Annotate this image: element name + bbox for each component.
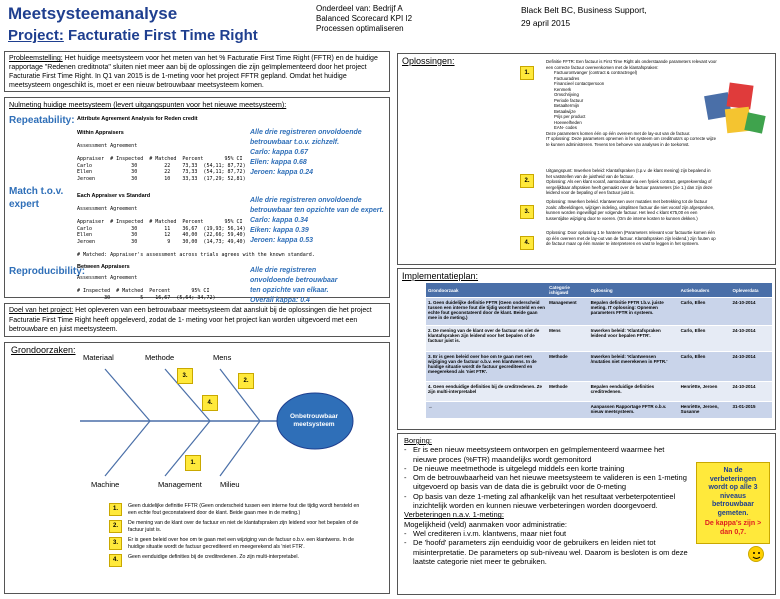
table-row: 4. Geen eenduidige definities bij de cre… xyxy=(426,381,772,402)
verbeteringen-label: Verbeteringen n.a.v. 1-meting: xyxy=(404,510,504,520)
between-table: Assessment Agreement # Inspected # Match… xyxy=(77,275,216,301)
within-heading: Within Appraisers xyxy=(77,130,124,136)
result-note: Na de verbeteringen wordt op alle 3 nive… xyxy=(696,462,770,544)
borging-content: Borging: Er is een nieuw meetsysteem ont… xyxy=(404,436,689,566)
fishbone-head: Onbetrouwbaar meetsysteem xyxy=(289,413,339,428)
oorzaken-list: 1.Geen duidelijke definitie FFTR (Geen o… xyxy=(109,503,369,567)
match-label: Match t.o.v. expert xyxy=(9,186,64,210)
grondoorzaken-panel: Grondoorzaken: Materiaal Methode Mens Ma… xyxy=(4,342,390,594)
sticky-3: 3. xyxy=(177,368,193,384)
verbeteringen-intro: Mogelijkheid (veld) aanmaken voor admini… xyxy=(404,519,567,529)
oorzaak-item: 1.Geen duidelijke definitie FFTR (Geen o… xyxy=(109,503,369,516)
implementatie-table: Grondoorzaak Categorie ishigawd Oplossin… xyxy=(426,283,772,418)
table-row: 2. De mening van de klant over de factuu… xyxy=(426,325,772,352)
nulmeting-panel: Nulmeting huidige meetsysteem (levert ui… xyxy=(4,97,390,304)
borging-panel: Borging: Er is een nieuw meetsysteem ont… xyxy=(397,433,776,595)
table-row: 1. Geen duidelijke definitie FFTR (Geen … xyxy=(426,297,772,326)
doel-panel: Doel van het project: Het opleveren van … xyxy=(4,303,390,337)
bone-materiaal: Materiaal xyxy=(83,353,114,362)
list-item: Om de betrouwbaarheid van het nieuwe mee… xyxy=(404,473,689,492)
list-item: Er is een nieuw meetsysteem ontworpen en… xyxy=(404,445,689,464)
page-title: Meetsysteemanalyse xyxy=(8,4,178,23)
project-title: Project: Facturatie First Time Right xyxy=(8,27,258,44)
between-heading: Between Appraisers xyxy=(77,264,130,270)
sticky-sol-4: 4. xyxy=(520,236,534,250)
smiley-icon xyxy=(748,546,764,562)
reproducibility-label: Reproducibility: xyxy=(9,266,86,277)
vs-standard-table: Assessment Agreement Appraiser # Inspect… xyxy=(77,206,315,258)
list-item: De 'hoofd' parameters zijn eenduidig voo… xyxy=(404,538,689,566)
grondoorzaken-label: Grondoorzaken: xyxy=(11,345,76,355)
sticky-2: 2. xyxy=(238,373,254,389)
bone-methode: Methode xyxy=(145,353,175,362)
oorzaak-item: 2.De mening van de klant over de factuur… xyxy=(109,520,369,533)
each-vs-standard-heading: Each Appraiser vs Standard xyxy=(77,193,151,199)
within-table: Assessment Agreement Appraiser # Inspect… xyxy=(77,143,246,182)
bone-machine: Machine xyxy=(91,480,120,489)
list-item: De nieuwe meetmethode is uitgelegd midde… xyxy=(404,464,689,474)
analysis-title: Attribute Agreement Analysis for Reden c… xyxy=(77,116,198,122)
sticky-1: 1. xyxy=(185,455,201,471)
oplossing-1: Definitie FFTR: Een factuur is First Tim… xyxy=(546,59,717,147)
sticky-sol-2: 2. xyxy=(520,174,534,188)
oplossing-3: Oplossing: Inwerken beleid. Klantwensen … xyxy=(546,199,715,221)
sticky-sol-1: 1. xyxy=(520,66,534,80)
implementatieplan-panel: Implementatieplan: Grondoorzaak Categori… xyxy=(397,268,776,430)
list-item: Wel crediteren i.v.m. klantwens, maar ni… xyxy=(404,529,689,539)
nulmeting-label: Nulmeting huidige meetsysteem (levert ui… xyxy=(9,100,287,109)
oplossing-4: Oplossing: Door oplossing 1 te hanteren … xyxy=(546,230,716,246)
bone-mens: Mens xyxy=(213,353,232,362)
bone-milieu: Milieu xyxy=(220,480,240,489)
oplossingen-panel: Oplossingen: 1. Definitie FFTR: Een fact… xyxy=(397,53,776,265)
borging-list: Er is een nieuw meetsysteem ontworpen en… xyxy=(404,445,689,510)
sticky-sol-3: 3. xyxy=(520,205,534,219)
oorzaak-item: 3.Er is geen beleid over hoe om te gaan … xyxy=(109,537,369,550)
oplossingen-label: Oplossingen: xyxy=(402,56,455,66)
oplossing-2: Uitgangspunt: Inwerken beleid: Klantafsp… xyxy=(546,168,713,195)
probleemstelling-panel: Probleemstelling: Het huidige meetsystee… xyxy=(4,51,390,92)
verbeteringen-list: Wel crediteren i.v.m. klantwens, maar ni… xyxy=(404,529,689,566)
table-row: →Aanpassen Rapportage FFTR o.b.v. nieuw … xyxy=(426,401,772,418)
puzzle-image xyxy=(698,74,768,144)
implementatie-label: Implementatieplan: xyxy=(402,271,479,281)
header-meta-right: Black Belt BC, Business Support,29 april… xyxy=(521,5,647,28)
table-row: 3. Er is geen beleid over hoe om te gaan… xyxy=(426,351,772,382)
repeatability-label: Repeatability: xyxy=(9,115,75,126)
fishbone-diagram xyxy=(80,368,354,477)
sticky-4: 4. xyxy=(202,395,218,411)
list-item: Op basis van deze 1-meting zal afhankeli… xyxy=(404,492,689,511)
oorzaak-item: 4.Geen eenduidige definities bij de cred… xyxy=(109,554,369,567)
borging-label: Borging: xyxy=(404,436,432,445)
bone-management: Management xyxy=(158,480,202,489)
